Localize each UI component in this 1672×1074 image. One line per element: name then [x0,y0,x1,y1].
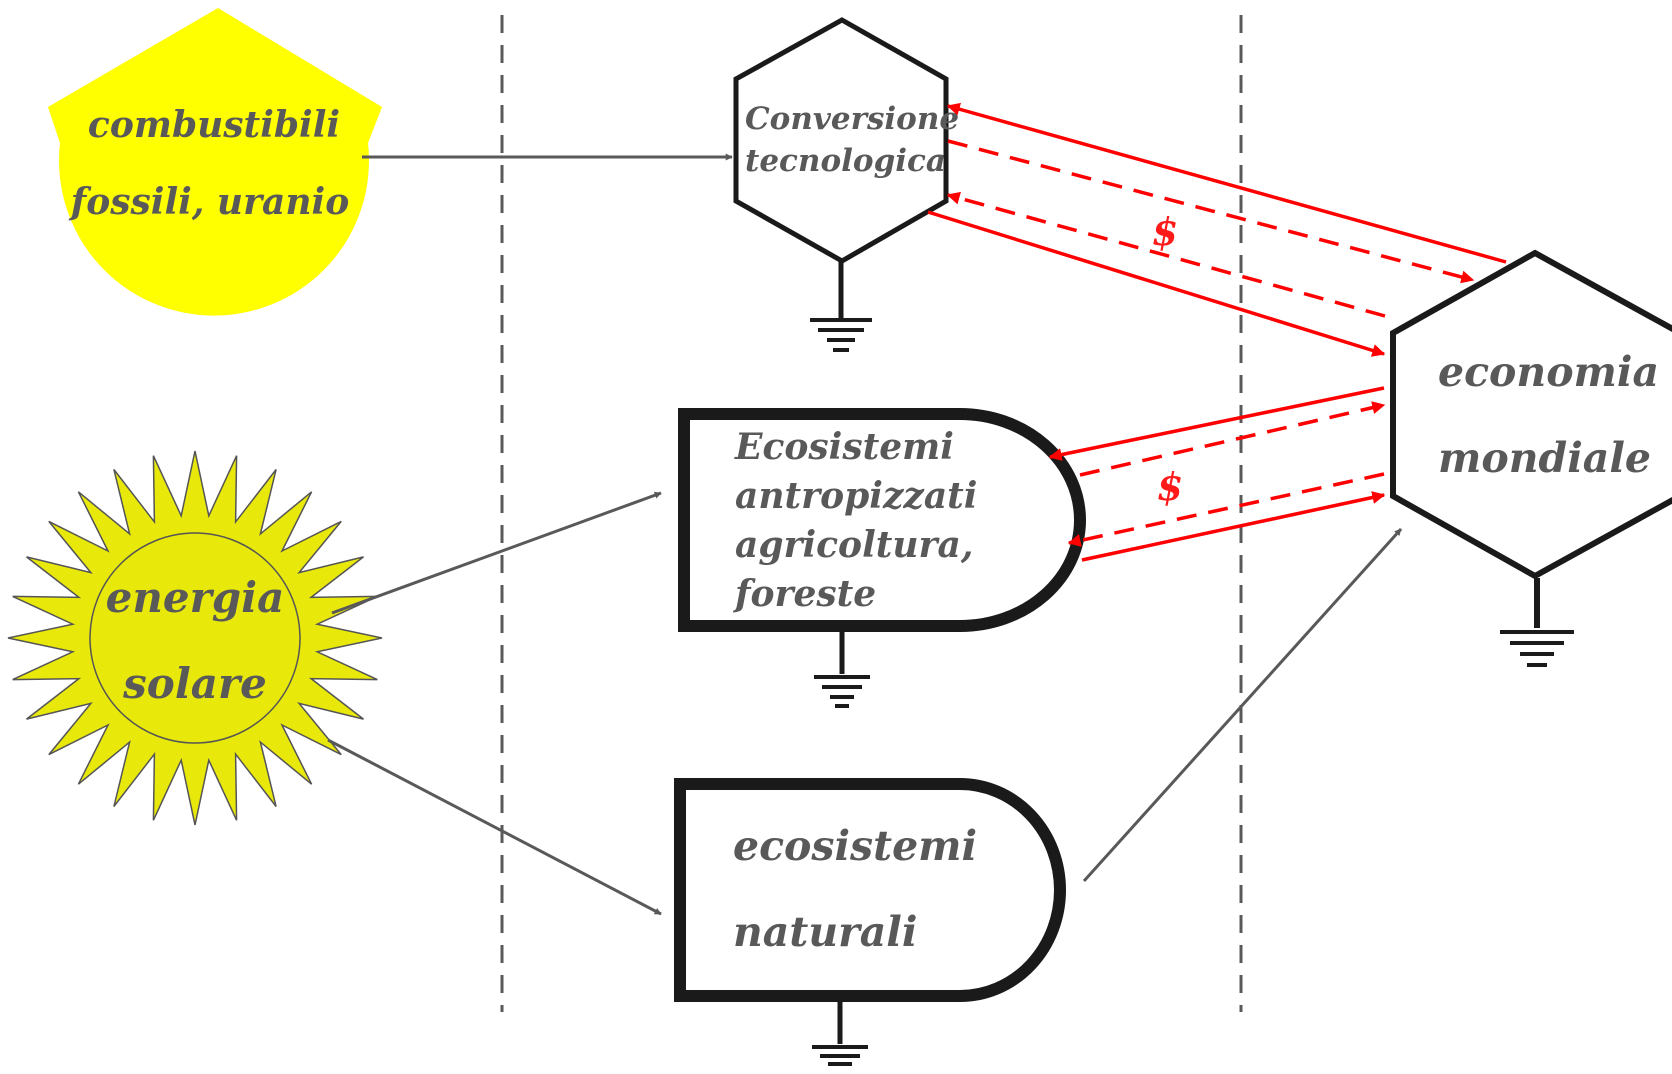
heat-sink-economy [1500,578,1574,667]
natural-ecosystems-shape [674,778,1066,1002]
anthropized-label-4: foreste [732,573,876,615]
goods-flow-conversion-to-economy [927,210,1386,357]
heat-sink-natural [812,1002,868,1066]
anthropized-ecosystems-shape [678,408,1086,632]
money-label-top: $ [1152,209,1178,254]
goods-flow-economy-to-anthropized [1048,386,1385,461]
goods-flow-economy-to-conversion [946,102,1507,264]
natural-ecosystems-node: ecosistemi naturali [674,778,1066,1002]
economy-label-2: mondiale [1438,434,1651,482]
conversion-node: Conversione tecnologica [733,17,959,264]
heat-sink-conversion [810,262,872,352]
solar-energy-label-1: energia [106,573,285,622]
money-label-middle: $ [1157,464,1183,509]
natural-label-2: naturali [733,908,917,956]
money-flow-economy-to-conversion [946,191,1386,318]
conversion-label-2: tecnologica [745,143,946,179]
energy-flow-solar-to-anthropized [331,491,662,615]
anthropized-ecosystems-node: Ecosistemi antropizzati agricoltura, for… [678,408,1086,632]
world-economy-node: economia mondiale [1390,249,1672,580]
solar-energy-label-2: solare [122,659,267,708]
heat-sink-anthropized [814,632,870,708]
energy-flow-solar-to-natural [327,738,662,916]
goods-flow-anthropized-to-economy [1081,491,1386,562]
anthropized-label-3: agricoltura, [735,524,973,566]
conversion-hexagon [733,17,949,264]
fossil-fuel-source: combustibili fossili, uranio [48,8,382,316]
energy-flow-natural-to-economy [1082,527,1403,883]
money-flow-anthropized-to-economy [1079,401,1386,477]
money-flow-economy-to-anthropized [1067,472,1385,547]
natural-label-1: ecosistemi [733,822,977,870]
sun-core-shape [89,532,301,744]
solar-energy-source: energia solare [7,450,383,826]
fossil-fuel-label-1: combustibili [88,104,340,146]
anthropized-label-2: antropizzati [735,475,977,517]
conversion-label-1: Conversione [745,101,959,137]
fossil-fuel-label-2: fossili, uranio [68,181,349,223]
economy-label-1: economia [1438,348,1659,396]
fossil-fuel-source-shape [48,8,382,316]
anthropized-label-1: Ecosistemi [734,426,954,468]
money-flow-conversion-to-economy [947,139,1475,284]
world-economy-hexagon [1390,249,1672,580]
